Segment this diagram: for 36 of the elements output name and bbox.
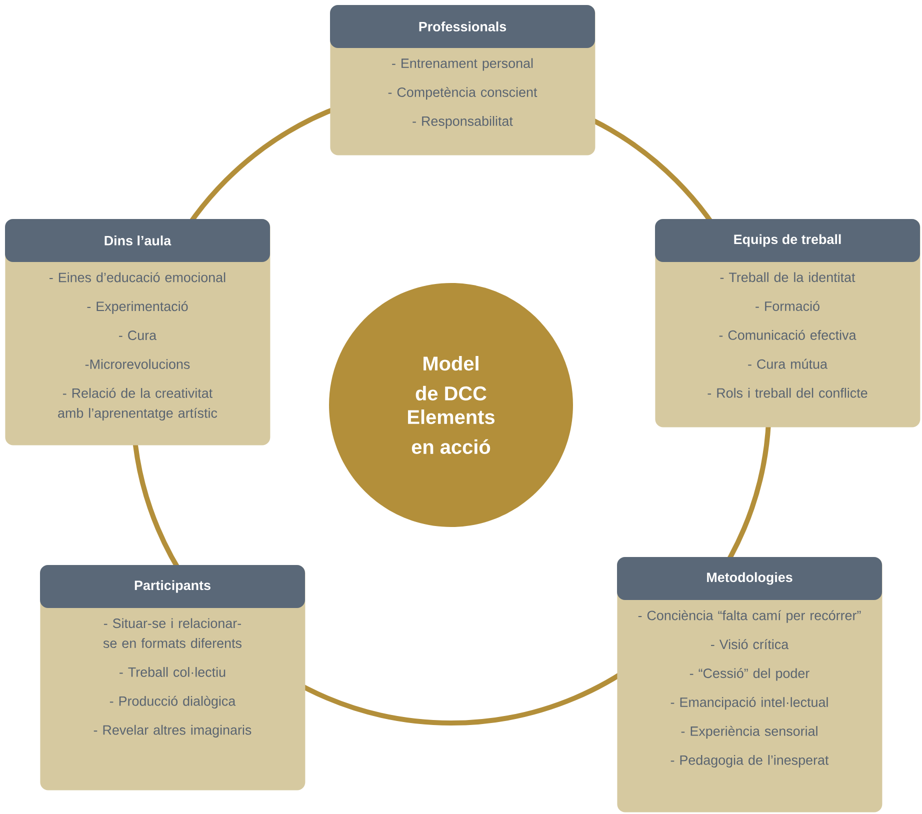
list-item: - Pedagogia de l’inesperat <box>670 754 829 768</box>
card-title: Participants <box>134 580 210 593</box>
card-title: Professionals <box>419 22 506 32</box>
center-circle <box>329 283 573 527</box>
list-item: - Emancipació intel·lectual <box>670 696 828 710</box>
list-item: - Rols i treball del conflicte <box>708 388 868 398</box>
card <box>617 557 882 812</box>
list-item: - Formació <box>756 300 820 311</box>
card-title: Dins l’aula <box>104 236 172 246</box>
list-item: - Visió crítica <box>711 639 789 650</box>
list-item: - Treball col·lectiu <box>120 667 226 677</box>
list-item: - Cura <box>119 330 157 340</box>
list-item: - Experimentació <box>87 301 188 314</box>
card <box>5 219 270 446</box>
list-item: - Conciència “falta camí per recórrer” <box>638 610 861 623</box>
list-item: - Situar-se i relacionar-se en formats diferents <box>103 618 242 648</box>
card <box>655 219 920 428</box>
list-item: - Relació de la creativitat amb l’aprenentatge artístic <box>58 388 218 421</box>
list-item: - Cura mútua <box>748 358 828 369</box>
card-title: Metodologies <box>707 572 792 585</box>
list-item: - “Cessió” del poder <box>690 668 810 681</box>
card-title: Equips de treball <box>734 234 841 247</box>
list-item: - Experiència sensorial <box>681 726 818 739</box>
list-item: - Eines d’educació emocional <box>50 272 226 282</box>
list-item: - Revelar altres imaginaris <box>94 724 252 738</box>
list-item: - Competència conscient <box>388 86 538 100</box>
list-item: - Producció dialògica <box>110 696 236 709</box>
list-item: - Comunicació efectiva <box>719 330 856 340</box>
card <box>330 5 596 156</box>
list-item: - Responsabilitat <box>412 116 513 129</box>
card <box>40 565 306 790</box>
center-title: Model de DCC <box>416 356 486 400</box>
list-item: -Microrevolucions <box>85 359 190 369</box>
center-title: Elements en acció <box>408 410 494 454</box>
list-item: - Entrenament personal <box>392 58 533 71</box>
list-item: - Treball de la identitat <box>720 272 856 282</box>
